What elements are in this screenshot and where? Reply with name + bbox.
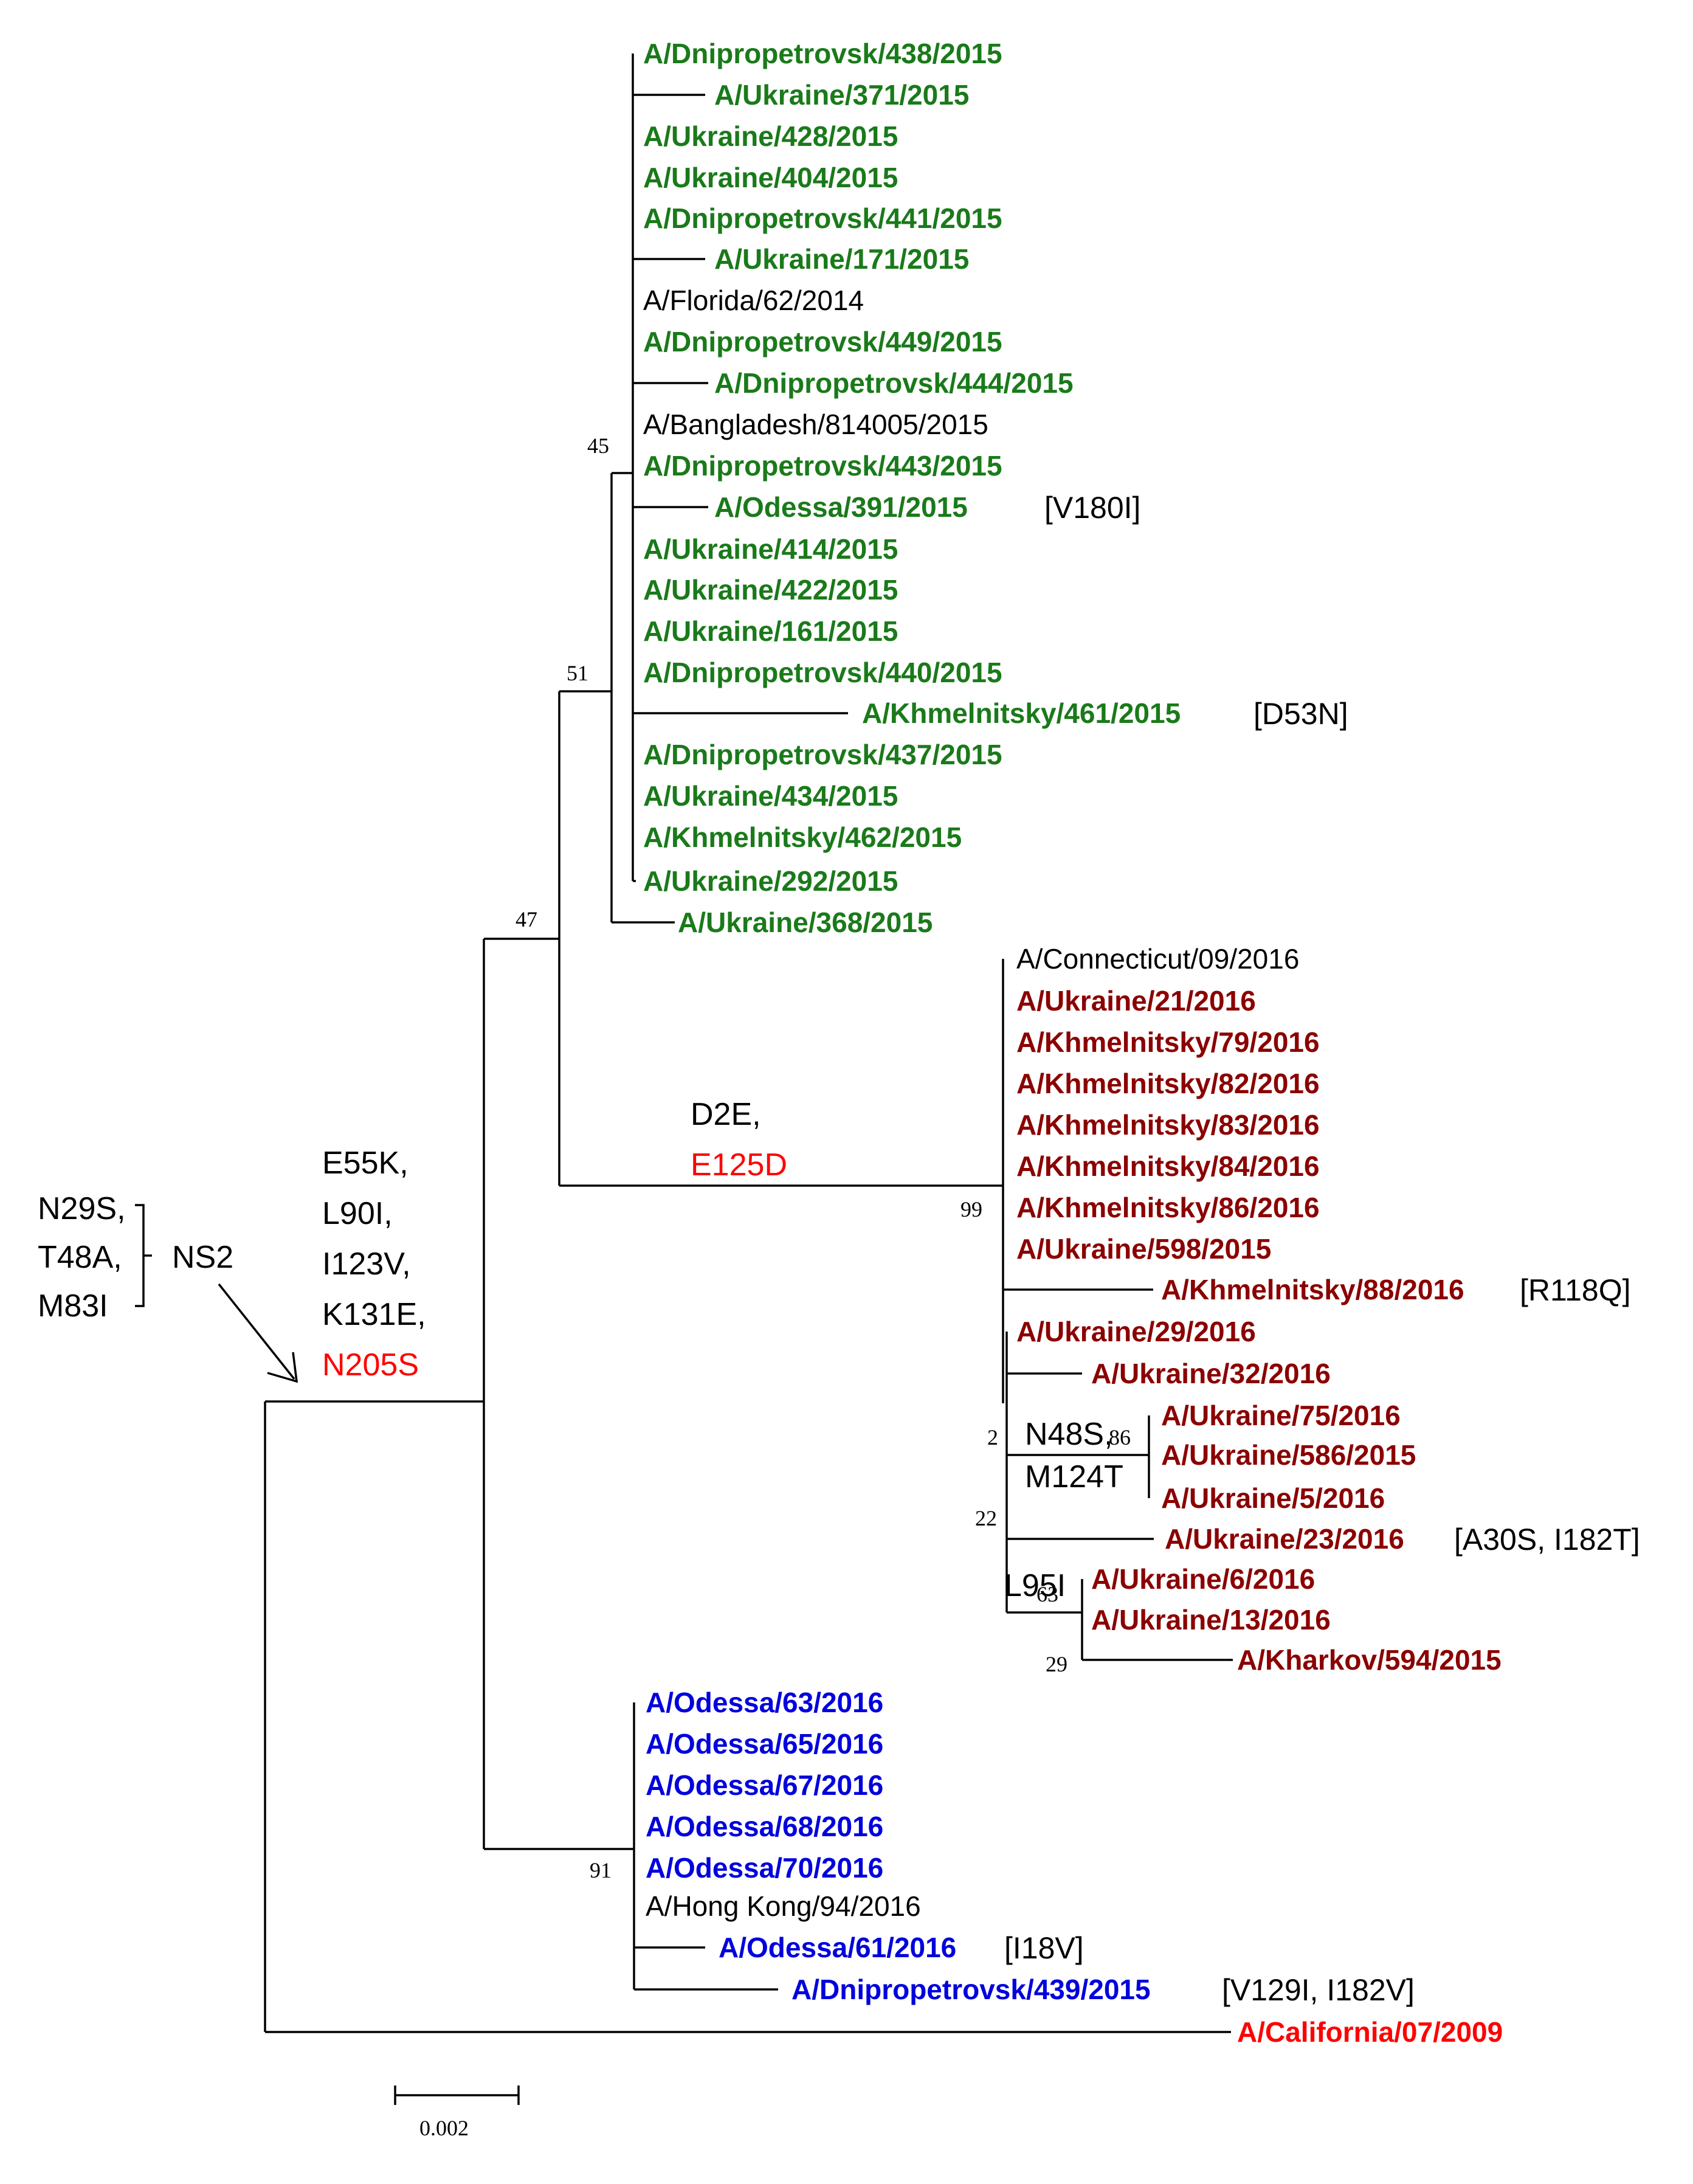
- mutation-l90i: L90I,: [322, 1196, 393, 1231]
- scale-bar-label: 0.002: [419, 2116, 469, 2140]
- leaf-label: A/California/07/2009: [1237, 2016, 1503, 2048]
- mutation-n205s: N205S: [322, 1347, 419, 1383]
- leaf-mutation: [V180I]: [1044, 491, 1140, 525]
- leaf-label: A/Ukraine/422/2015: [643, 574, 898, 606]
- support-47: 47: [515, 907, 537, 931]
- leaf-label: A/Ukraine/428/2015: [643, 120, 898, 152]
- leaf-label: A/Khmelnitsky/86/2016: [1016, 1192, 1320, 1223]
- leaf-label: A/Ukraine/586/2015: [1161, 1439, 1416, 1471]
- mutation-d2e: D2E,: [691, 1097, 761, 1132]
- mutation-k131e: K131E,: [322, 1297, 426, 1332]
- scale-bar: 0.002: [394, 2086, 520, 2140]
- ns2-bracket: [135, 1204, 152, 1307]
- leaf-label: A/Odessa/391/2015: [714, 491, 968, 523]
- leaf-label: A/Ukraine/414/2015: [643, 533, 898, 565]
- mutation-n48s: N48S,: [1025, 1417, 1113, 1452]
- subclade-mutations: N48S, M124T L95I: [1004, 1417, 1123, 1603]
- leaf-labels: A/Dnipropetrovsk/438/2015A/Ukraine/371/2…: [643, 38, 1640, 2048]
- leaf-label: A/Dnipropetrovsk/444/2015: [714, 367, 1074, 399]
- leaf-label: A/Khmelnitsky/84/2016: [1016, 1150, 1320, 1182]
- leaf-label: A/Bangladesh/814005/2015: [643, 409, 988, 440]
- support-45: 45: [587, 434, 609, 458]
- leaf-label: A/Ukraine/371/2015: [714, 79, 969, 111]
- root-clade-mutations: E55K, L90I, I123V, K131E, N205S: [322, 1146, 426, 1383]
- ns2-label: NS2: [172, 1240, 233, 1275]
- support-63: 63: [1036, 1582, 1058, 1606]
- leaf-label: A/Khmelnitsky/462/2015: [643, 821, 962, 853]
- support-29: 29: [1046, 1652, 1067, 1676]
- leaf-label: A/Connecticut/09/2016: [1016, 943, 1299, 975]
- leaf-mutation: [V129I, I182V]: [1222, 1973, 1415, 2007]
- ns2-arrow-head: [267, 1352, 298, 1383]
- leaf-mutation: [D53N]: [1253, 697, 1348, 731]
- leaf-label: A/Ukraine/6/2016: [1091, 1563, 1315, 1595]
- leaf-label: A/Ukraine/75/2016: [1161, 1400, 1401, 1431]
- leaf-label: A/Ukraine/29/2016: [1016, 1316, 1256, 1347]
- leaf-label: A/Dnipropetrovsk/449/2015: [643, 326, 1002, 358]
- leaf-label: A/Dnipropetrovsk/443/2015: [643, 450, 1002, 482]
- leaf-label: A/Ukraine/171/2015: [714, 243, 969, 275]
- leaf-label: A/Khmelnitsky/88/2016: [1161, 1274, 1464, 1305]
- leaf-label: A/Ukraine/434/2015: [643, 780, 898, 812]
- leaf-label: A/Ukraine/32/2016: [1091, 1358, 1331, 1389]
- leaf-label: A/Florida/62/2014: [643, 285, 864, 316]
- leaf-label: A/Khmelnitsky/79/2016: [1016, 1026, 1320, 1058]
- leaf-label: A/Dnipropetrovsk/438/2015: [643, 38, 1002, 69]
- leaf-label: A/Ukraine/13/2016: [1091, 1604, 1331, 1636]
- ns2-mutation-n29s: N29S,: [38, 1191, 126, 1226]
- support-22: 22: [975, 1506, 997, 1530]
- leaf-mutation: [R118Q]: [1520, 1273, 1631, 1307]
- leaf-label: A/Dnipropetrovsk/439/2015: [791, 1974, 1151, 2005]
- support-86: 86: [1109, 1425, 1131, 1450]
- tree-branches: [264, 54, 1233, 2033]
- leaf-label: A/Odessa/65/2016: [646, 1728, 883, 1760]
- darkred-clade-mutations: D2E, E125D: [691, 1097, 787, 1183]
- ns2-annotation: N29S, T48A, M83I NS2: [38, 1191, 298, 1383]
- leaf-label: A/Ukraine/5/2016: [1161, 1482, 1385, 1514]
- leaf-label: A/Khmelnitsky/83/2016: [1016, 1109, 1320, 1141]
- leaf-label: A/Kharkov/594/2015: [1237, 1644, 1502, 1676]
- leaf-label: A/Dnipropetrovsk/437/2015: [643, 739, 1002, 770]
- leaf-label: A/Odessa/68/2016: [646, 1811, 883, 1842]
- leaf-label: A/Ukraine/404/2015: [643, 162, 898, 193]
- mutation-i123v: I123V,: [322, 1246, 411, 1282]
- leaf-label: A/Odessa/61/2016: [719, 1932, 956, 1963]
- ns2-arrow-line: [218, 1283, 295, 1380]
- leaf-label: A/Ukraine/598/2015: [1016, 1233, 1271, 1265]
- support-91: 91: [590, 1858, 612, 1882]
- leaf-label: A/Odessa/63/2016: [646, 1687, 883, 1718]
- leaf-label: A/Ukraine/368/2015: [678, 907, 933, 938]
- leaf-mutation: [A30S, I182T]: [1454, 1522, 1640, 1557]
- leaf-label: A/Khmelnitsky/82/2016: [1016, 1068, 1320, 1099]
- bootstrap-values: 45 51 47 99 2 86 22 63 29 91: [515, 434, 1131, 1882]
- leaf-label: A/Ukraine/292/2015: [643, 865, 898, 897]
- leaf-label: A/Ukraine/23/2016: [1165, 1523, 1404, 1555]
- ns2-mutation-m83i: M83I: [38, 1288, 108, 1324]
- leaf-label: A/Dnipropetrovsk/441/2015: [643, 202, 1002, 234]
- leaf-mutation: [I18V]: [1004, 1931, 1084, 1965]
- leaf-label: A/Dnipropetrovsk/440/2015: [643, 657, 1002, 688]
- mutation-e125d: E125D: [691, 1147, 787, 1183]
- leaf-label: A/Hong Kong/94/2016: [646, 1890, 921, 1922]
- leaf-label: A/Ukraine/21/2016: [1016, 985, 1256, 1017]
- mutation-m124t: M124T: [1025, 1459, 1123, 1495]
- support-99: 99: [960, 1197, 982, 1222]
- leaf-label: A/Khmelnitsky/461/2015: [862, 697, 1181, 729]
- support-2: 2: [987, 1425, 998, 1450]
- mutation-e55k: E55K,: [322, 1146, 409, 1181]
- ns2-mutation-t48a: T48A,: [38, 1240, 122, 1275]
- support-51: 51: [567, 661, 588, 685]
- leaf-label: A/Odessa/70/2016: [646, 1852, 883, 1884]
- mutation-l95i: L95I: [1004, 1568, 1066, 1603]
- leaf-label: A/Odessa/67/2016: [646, 1769, 883, 1801]
- leaf-label: A/Ukraine/161/2015: [643, 615, 898, 647]
